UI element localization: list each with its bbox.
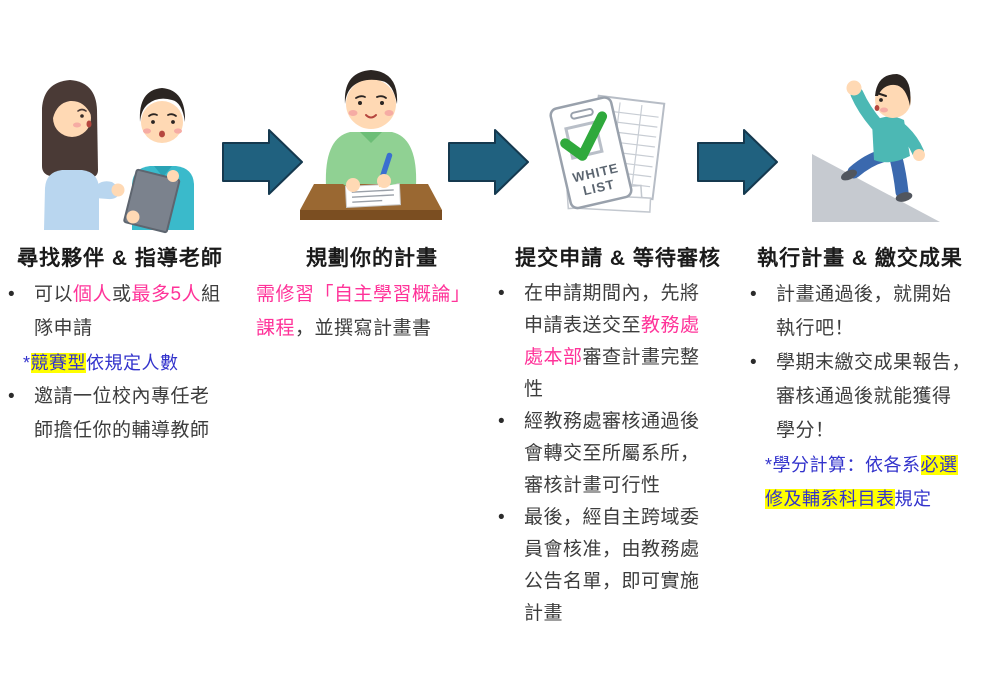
step-title-plan-project: 規劃你的計畫 [306,247,438,270]
step-details-execute-project: • 計畫通過後，就開始 執行吧！ • 學期末繳交成果報告， 審核通過後就能獲得 學分！… [750,278,996,516]
step-details-submit-application: • 在申請期間內，先將 申請表送交至教務處 處本部審查計畫完整 性 • 經教務處審核通… [498,278,722,630]
item-text: 在申請期間內，先將 申請表送交至教務處 處本部審查計畫完整 性 [524,278,722,406]
bullet-marker: • [498,411,506,432]
note-item: *學分計算：依各系必選 修及輔系科目表規定 [750,448,996,516]
white-list-documents-illustration: WHITE LIST [530,88,682,222]
text-run: 或 [112,284,132,305]
item-text: *競賽型依規定人數 [23,346,234,380]
text-run: 組 隊申請 [34,284,221,339]
bullet-item: • 經教務處審核通過後 會轉交至所屬系所， 審核計畫可行性 [498,406,722,502]
item-text: 邀請一位校內專任老 師擔任你的輔導教師 [34,380,234,448]
bullet-marker: • [750,352,758,373]
note-item: *競賽型依規定人數 [8,346,234,380]
item-text: *學分計算：依各系必選 修及輔系科目表規定 [765,448,996,516]
white-list-documents-icon: WHITE LIST [549,94,666,213]
text-run: 邀請一位校內專任老 師擔任你的輔導教師 [34,386,210,441]
bullet-item: • 最後，經自主跨域委 員會核准，由教務處 公告名單，即可實施 計畫 [498,502,722,630]
text-run: 依規定人數 [86,353,179,373]
bullet-marker: • [8,284,16,305]
item-text: 可以個人或最多5人組 隊申請 [34,278,234,346]
person-climbing-slope-illustration [798,62,948,230]
item-text: 學期末繳交成果報告， 審核通過後就能獲得 學分！ [776,346,996,448]
text-run: 需修習「自主學習概論」 課程 [256,284,471,339]
bullet-marker: • [8,386,16,407]
paragraph-item: 需修習「自主學習概論」 課程，並撰寫計畫書 [256,278,496,346]
two-people-discussing-icon [42,80,194,234]
item-text: 經教務處審核通過後 會轉交至所屬系所， 審核計畫可行性 [524,406,722,502]
bullet-item: • 可以個人或最多5人組 隊申請 [8,278,234,346]
person-writing-icon [300,70,442,220]
text-run: 最多5人 [131,284,202,305]
text-run: 最後，經自主跨域委 員會核准，由教務處 公告名單，即可實施 計畫 [524,507,700,624]
text-run: ，並撰寫計畫書 [295,318,432,339]
two-people-discussing-illustration [12,70,217,238]
text-run: 可以 [34,284,74,305]
arrow-right-icon [697,129,778,195]
step-title-execute-project: 執行計畫 & 繳交成果 [757,247,963,270]
bullet-item: • 計畫通過後，就開始 執行吧！ [750,278,996,346]
item-text: 需修習「自主學習概論」 課程，並撰寫計畫書 [256,278,496,346]
arrow-right-icon [222,129,303,195]
bullet-marker: • [750,284,758,305]
bullet-item: • 在申請期間內，先將 申請表送交至教務處 處本部審查計畫完整 性 [498,278,722,406]
bullet-item: • 學期末繳交成果報告， 審核通過後就能獲得 學分！ [750,346,996,448]
text-run: 審查計畫完整 性 [524,347,700,400]
bullet-marker: • [498,283,506,304]
text-run: 規定 [894,489,932,509]
bullet-marker: • [498,507,506,528]
text-run: 學期末繳交成果報告， 審核通過後就能獲得 學分！ [776,352,972,441]
text-run: 經教務處審核通過後 會轉交至所屬系所， 審核計畫可行性 [524,411,700,496]
highlighted-text-run: 競賽型 [30,353,87,373]
step-details-find-partners: •可以個人或最多5人組 隊申請*競賽型依規定人數•邀請一位校內專任老 師擔任你的… [8,278,234,448]
text-run: 個人 [73,284,113,305]
text-run: *學分計算：依各系 [765,455,921,475]
white-list-label-line2: LIST [582,176,617,198]
step-title-submit-application: 提交申請 & 等待審核 [515,247,721,270]
text-run: 計畫通過後，就開始 執行吧！ [776,284,952,339]
text-run: 在申請期間內，先將 申請表送交至 [524,283,700,336]
bullet-item: • 邀請一位校內專任老 師擔任你的輔導教師 [8,380,234,448]
text-run: * [23,353,31,373]
step-title-find-partners: 尋找夥伴 & 指導老師 [17,247,223,270]
arrow-right-icon [448,129,529,195]
item-text: 最後，經自主跨域委 員會核准，由教務處 公告名單，即可實施 計畫 [524,502,722,630]
item-text: 計畫通過後，就開始 執行吧！ [776,278,996,346]
step-details-plan-project: 需修習「自主學習概論」 課程，並撰寫計畫書 [256,278,496,346]
person-climbing-slope-icon [812,74,940,222]
text-run: 教務處 處本部 [524,315,700,368]
person-writing-illustration [296,58,446,230]
